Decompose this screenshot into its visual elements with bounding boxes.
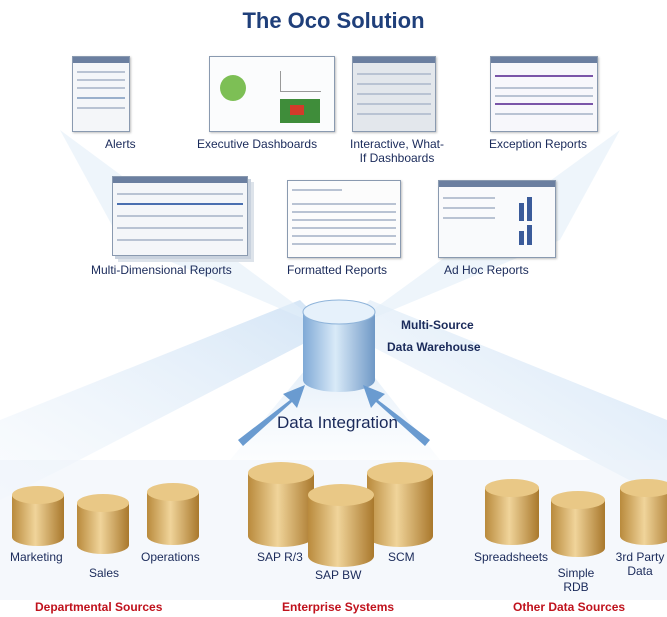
- page-title: The Oco Solution: [242, 8, 425, 33]
- ray-left: [0, 300, 330, 500]
- label-alerts: Alerts: [105, 137, 136, 151]
- cylinder-3rd-party: [620, 479, 667, 545]
- arrow-up-right-icon: [363, 385, 430, 446]
- data-integration-label: Data Integration: [277, 413, 398, 432]
- cylinder-sap-bw: [308, 484, 374, 567]
- cylinder-scm: [367, 462, 433, 547]
- thumbnail-adhoc-reports: [438, 180, 556, 258]
- cylinder-marketing: [12, 486, 64, 546]
- source-label-scm: SCM: [388, 550, 415, 564]
- label-executive-dashboards: Executive Dashboards: [197, 137, 318, 151]
- cylinder-sales: [77, 494, 129, 554]
- arrow-up-left-icon: [238, 385, 305, 446]
- source-label-3rd-party: 3rd Party Data: [614, 550, 666, 578]
- source-label-sap-r3: SAP R/3: [257, 550, 303, 564]
- ray-center: [230, 340, 440, 460]
- label-formatted-reports: Formatted Reports: [287, 263, 388, 277]
- group-title-enterprise: Enterprise Systems: [282, 600, 395, 614]
- warehouse-label-line2: Data Warehouse: [387, 340, 481, 354]
- source-label-sales: Sales: [89, 566, 120, 580]
- label-interactive-dashboards: Interactive, What-If Dashboards: [347, 137, 447, 165]
- label-interactive-dashboards-text: Interactive, What-If Dashboards: [349, 137, 445, 165]
- warehouse-label-line1: Multi-Source: [401, 318, 474, 332]
- source-label-3rd-party-text: 3rd Party Data: [615, 550, 665, 578]
- group-title-departmental: Departmental Sources: [35, 600, 163, 614]
- source-label-simple-rdb-text: Simple RDB: [557, 566, 595, 594]
- thumbnail-executive-dashboards: [209, 56, 335, 132]
- source-label-marketing: Marketing: [10, 550, 63, 564]
- source-label-sap-bw: SAP BW: [315, 568, 362, 582]
- cylinder-operations: [147, 483, 199, 545]
- cylinder-sap-r3: [248, 462, 314, 547]
- thumbnail-interactive-dashboards: [352, 56, 436, 132]
- thumbnail-formatted-reports: [287, 180, 401, 258]
- group-title-other: Other Data Sources: [513, 600, 626, 614]
- cylinder-simple-rdb: [551, 491, 605, 557]
- label-multidimensional-reports: Multi-Dimensional Reports: [91, 263, 232, 277]
- label-adhoc-reports: Ad Hoc Reports: [444, 263, 529, 277]
- source-label-operations: Operations: [141, 550, 200, 564]
- label-exception-reports: Exception Reports: [489, 137, 588, 151]
- source-label-simple-rdb: Simple RDB: [551, 566, 601, 594]
- thumbnail-multidimensional-reports: [112, 176, 248, 256]
- ray-right: [340, 300, 667, 500]
- thumbnail-exception-reports: [490, 56, 598, 132]
- warehouse-cylinder: [302, 299, 376, 392]
- thumbnail-alerts: [72, 56, 130, 132]
- cylinder-spreadsheets: [485, 479, 539, 545]
- source-label-spreadsheets: Spreadsheets: [474, 550, 549, 564]
